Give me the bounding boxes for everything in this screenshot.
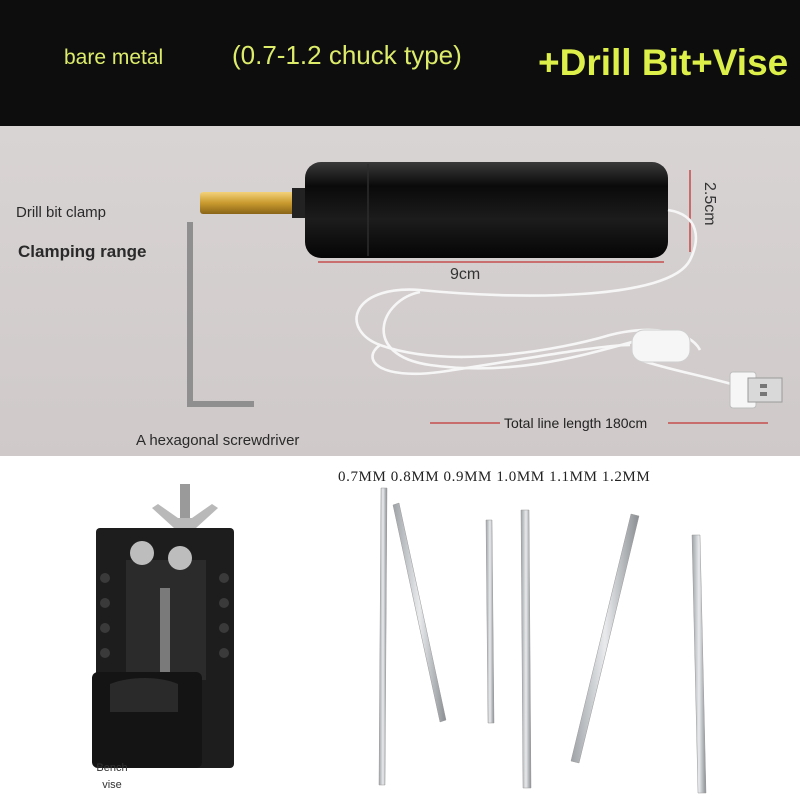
diameter-label: 2.5cm xyxy=(701,182,718,226)
bundle-title: +Drill Bit+Vise xyxy=(538,42,789,83)
header-banner: bare metal (0.7-1.2 chuck type) +Drill B… xyxy=(0,0,800,126)
drill-bits-panel xyxy=(328,456,800,800)
dimension-lines xyxy=(318,170,768,424)
inline-switch xyxy=(631,329,691,363)
drill-bit-0-7mm xyxy=(378,487,388,786)
bare-metal-label: bare metal xyxy=(64,46,164,69)
length-label: 9cm xyxy=(450,266,481,283)
drill-bit-1-0mm xyxy=(520,509,532,789)
bench-vise-label: Bench vise xyxy=(96,762,128,791)
hex-screwdriver-label: A hexagonal screwdriver xyxy=(136,432,300,449)
line-length-label: Total line length 180cm xyxy=(504,415,648,431)
drill-bit-1-1mm xyxy=(570,513,640,764)
usb-plug xyxy=(729,371,783,409)
usb-cable xyxy=(355,208,736,387)
bit-sizes-label: 0.7MM 0.8MM 0.9MM 1.0MM 1.1MM 1.2MM xyxy=(338,469,651,485)
clamping-range-label: Clamping range xyxy=(18,242,147,261)
drill-bit-0-9mm xyxy=(485,519,495,724)
bench-vise xyxy=(92,484,234,768)
mini-drill xyxy=(200,162,668,258)
drill-bit-1-2mm xyxy=(691,534,707,794)
drill-body xyxy=(305,162,668,258)
drill-bit-0-8mm xyxy=(392,502,447,723)
hex-key xyxy=(187,222,254,407)
chuck-type-label: (0.7-1.2 chuck type) xyxy=(232,40,462,70)
drill-chuck xyxy=(200,192,300,214)
drill-bits xyxy=(378,487,707,794)
drill-bit-clamp-label: Drill bit clamp xyxy=(16,204,107,221)
